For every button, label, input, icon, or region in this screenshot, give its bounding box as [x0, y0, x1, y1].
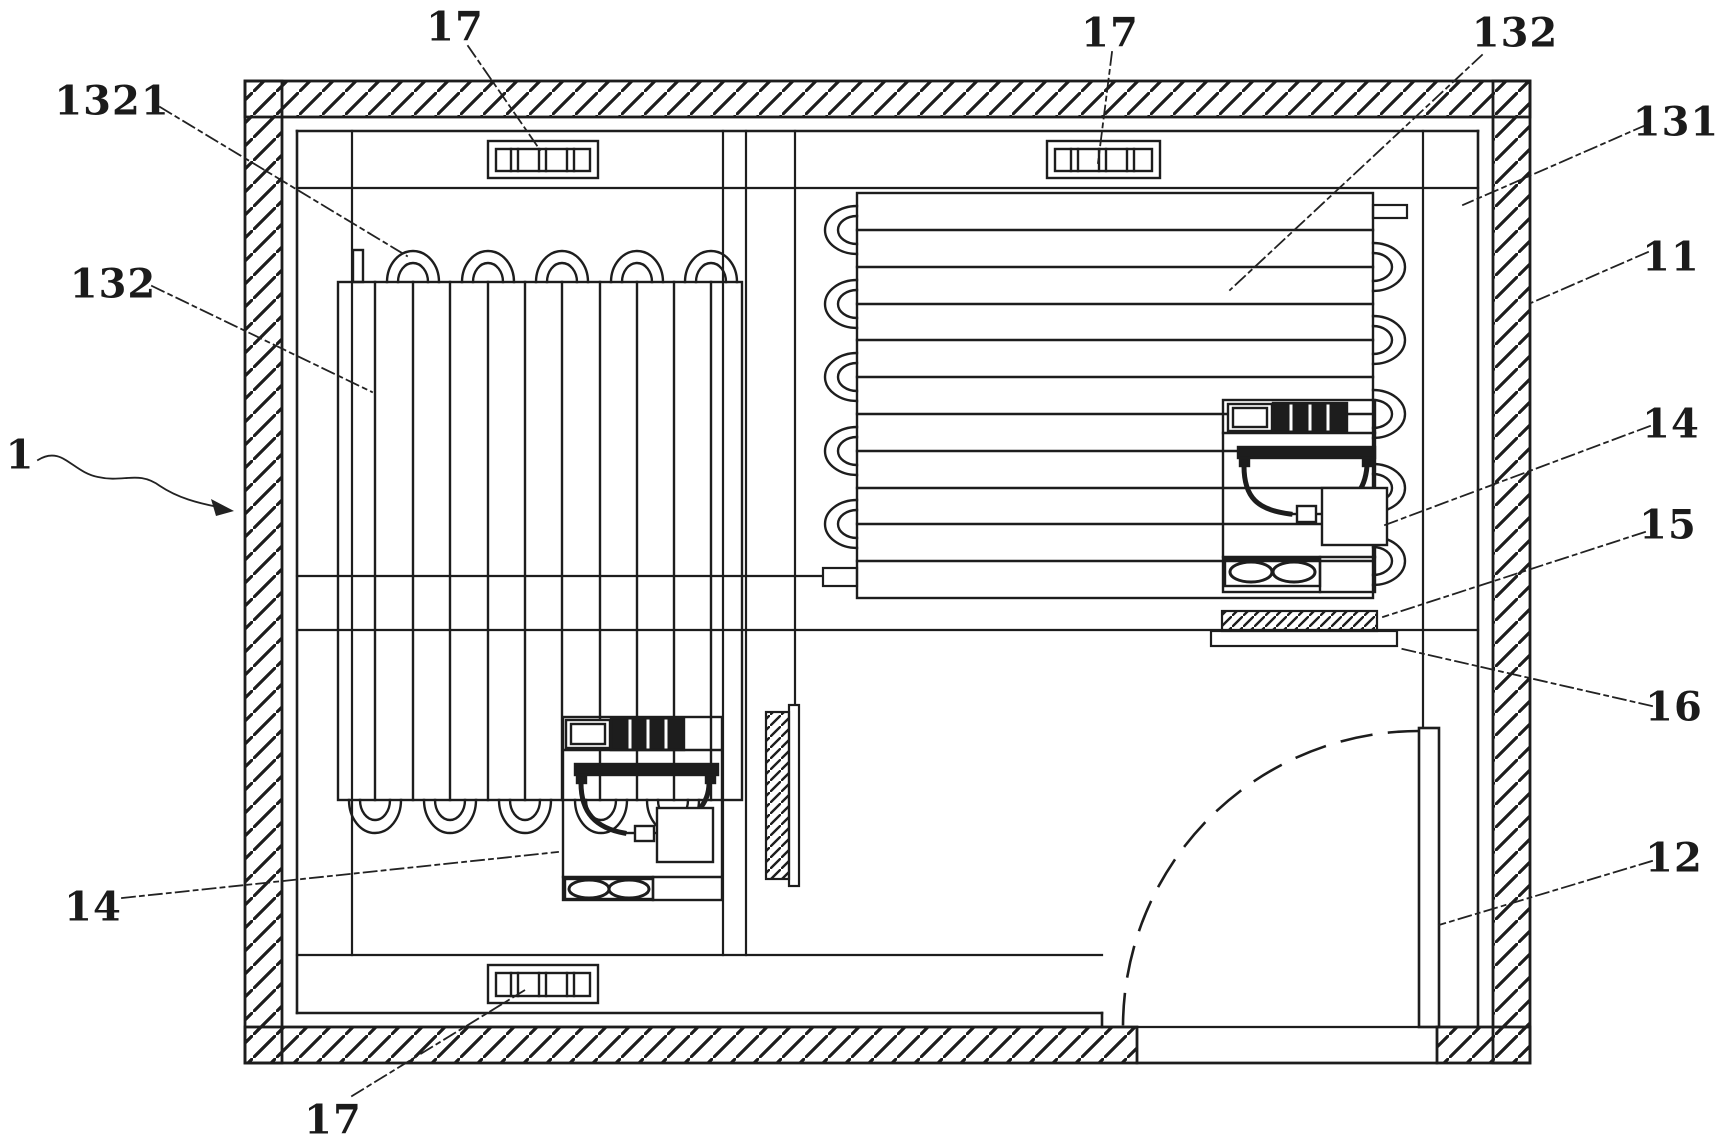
top-left-vent: [486, 139, 600, 180]
fan-blade: [607, 878, 651, 900]
ref-14-right: 14: [1642, 400, 1700, 448]
backing-plate: [1209, 629, 1399, 648]
coil-u-bends-right: [1371, 241, 1407, 587]
header-bar: [573, 762, 720, 777]
inner-lining: [295, 129, 1480, 1029]
ref-1: 1: [5, 431, 35, 479]
leader-1-arrowhead: [211, 499, 234, 516]
outer-insulated-wall: [243, 79, 1532, 1065]
heat-strip-and-plate: [1209, 609, 1399, 648]
leader-1321: [158, 105, 409, 258]
leader-14-left: [121, 851, 559, 899]
ref-1321: 1321: [54, 77, 170, 125]
ref-11: 11: [1642, 233, 1700, 281]
ref-12: 12: [1645, 834, 1703, 882]
coil-u-bends-top: [385, 249, 739, 284]
leader-17-top-right: [1096, 50, 1114, 165]
coil-u-bends-left: [823, 204, 859, 550]
fan-blade: [567, 878, 611, 900]
ref-132-left: 132: [69, 260, 157, 308]
ref-17-bottom: 17: [304, 1096, 362, 1144]
compressor-box: [655, 806, 715, 864]
header-bar: [1236, 445, 1377, 460]
pipe-left: [578, 780, 627, 836]
wall-bottom-left: [243, 1025, 1139, 1065]
leader-132-left: [150, 284, 374, 394]
ref-17-top-right: 17: [1081, 9, 1139, 57]
leader-17-bottom: [350, 988, 527, 1098]
coil-tubes: [373, 280, 713, 802]
leader-15: [1381, 530, 1647, 619]
ref-16: 16: [1645, 683, 1703, 731]
valve: [633, 824, 656, 843]
ref-14-left: 14: [64, 883, 122, 931]
wall-vents: [486, 139, 1162, 1005]
door-swing-arc: [1121, 729, 1421, 1029]
leader-12: [1437, 859, 1654, 927]
ref-132-right: 132: [1471, 9, 1559, 57]
leader-131: [1461, 123, 1648, 207]
leader-132-right: [1228, 53, 1484, 292]
bottom-vent: [486, 963, 600, 1005]
leader-1-squiggle: [36, 454, 220, 509]
pipe-left: [1241, 463, 1293, 517]
door-leaf: [1417, 726, 1441, 1029]
wall-left: [243, 79, 284, 1065]
right-fan-unit: [1221, 398, 1389, 594]
top-right-vent: [1045, 139, 1162, 180]
wall-bottom-right: [1435, 1025, 1532, 1065]
leader-16: [1396, 646, 1654, 708]
leader-lines: [36, 44, 1654, 1098]
ref-15: 15: [1639, 501, 1697, 549]
ref-17-top-left: 17: [426, 3, 484, 51]
coil-tubes: [855, 228, 1375, 563]
leader-14-right: [1383, 424, 1652, 527]
leader-11: [1529, 250, 1650, 305]
door: [1121, 726, 1441, 1029]
hatched-strip: [1220, 609, 1379, 633]
valve: [1295, 504, 1318, 524]
fan-blade: [1271, 560, 1317, 584]
ref-131: 131: [1632, 98, 1718, 146]
middle-hatched-strip: [764, 703, 801, 888]
wall-top: [243, 79, 1532, 119]
left-fan-unit: [561, 715, 724, 902]
compressor-box: [1320, 486, 1389, 547]
coil-inlet-tab: [351, 248, 365, 284]
leader-17-top-left: [466, 44, 542, 152]
right-cooling-coil: [823, 191, 1407, 600]
left-cooling-coil: [336, 248, 744, 835]
fan-blade: [1228, 560, 1274, 584]
